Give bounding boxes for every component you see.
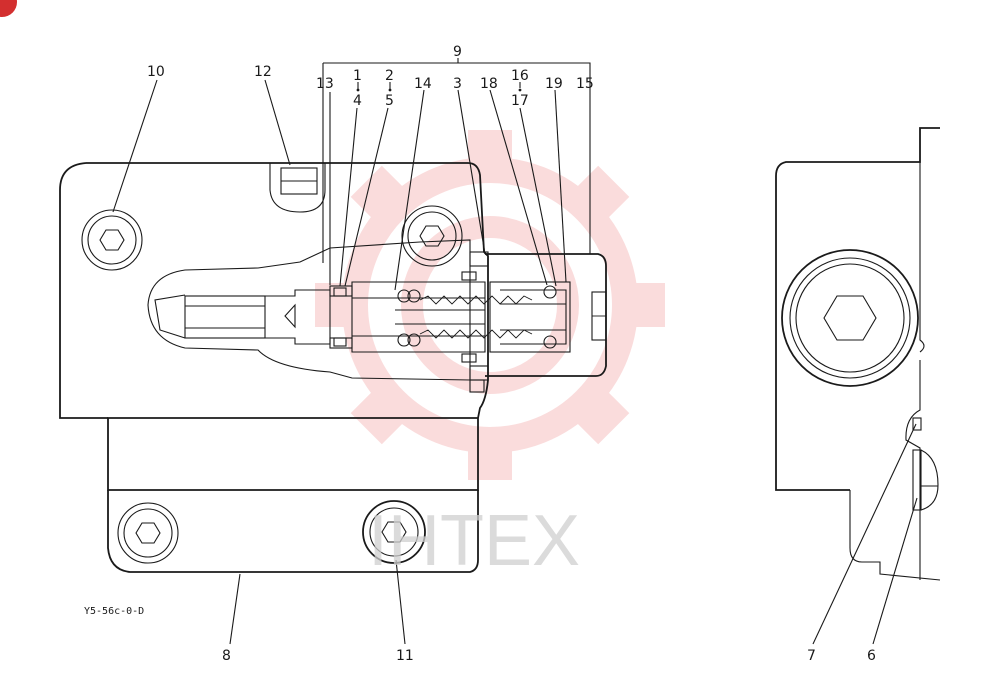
callout-15: 15 bbox=[576, 76, 594, 92]
part-10-bolt bbox=[81, 209, 143, 271]
spring-1 bbox=[419, 295, 533, 305]
callout-3: 3 bbox=[453, 76, 462, 92]
callout-5: 5 bbox=[385, 93, 394, 109]
o-ring-seals bbox=[333, 287, 421, 347]
callout-7: 7 bbox=[807, 648, 816, 664]
callout-16: 16 bbox=[511, 68, 529, 84]
watermark-text: IHTEX bbox=[368, 501, 580, 581]
callout-11: 11 bbox=[396, 648, 414, 664]
callout-9: 9 bbox=[453, 44, 462, 60]
callout-labels: 9 10 12 13 1 4 2 5 14 3 18 16 17 19 15 8… bbox=[147, 44, 876, 664]
watermark-gear bbox=[315, 130, 665, 480]
part-15-cap bbox=[461, 251, 607, 393]
callout-19: 19 bbox=[545, 76, 563, 92]
callout-6: 6 bbox=[867, 648, 876, 664]
callout-18: 18 bbox=[480, 76, 498, 92]
callout-13: 13 bbox=[316, 76, 334, 92]
callout-1: 1 bbox=[353, 68, 362, 84]
body-outer-edge bbox=[59, 162, 108, 419]
spring-2 bbox=[419, 329, 533, 339]
callout-10: 10 bbox=[147, 64, 165, 80]
valve-body-front-view bbox=[59, 162, 607, 573]
lower-left-bolt bbox=[117, 502, 179, 564]
leader-lines bbox=[112, 58, 918, 645]
callout-2: 2 bbox=[385, 68, 394, 84]
callout-17: 17 bbox=[511, 93, 529, 109]
spool-cavity bbox=[147, 239, 471, 381]
corner-badge bbox=[0, 0, 17, 17]
callout-12: 12 bbox=[254, 64, 272, 80]
callout-14: 14 bbox=[414, 76, 432, 92]
part-11-bolt bbox=[362, 500, 426, 564]
callout-4: 4 bbox=[353, 93, 362, 109]
upper-right-bolt bbox=[401, 205, 463, 267]
lower-block-outline bbox=[107, 490, 479, 573]
callout-bracket-9 bbox=[322, 62, 591, 263]
callout-8: 8 bbox=[222, 648, 231, 664]
valve-body-side-view bbox=[775, 127, 941, 581]
top-boss bbox=[269, 163, 326, 213]
drawing-code: Y5-56c-0-D bbox=[84, 606, 144, 617]
